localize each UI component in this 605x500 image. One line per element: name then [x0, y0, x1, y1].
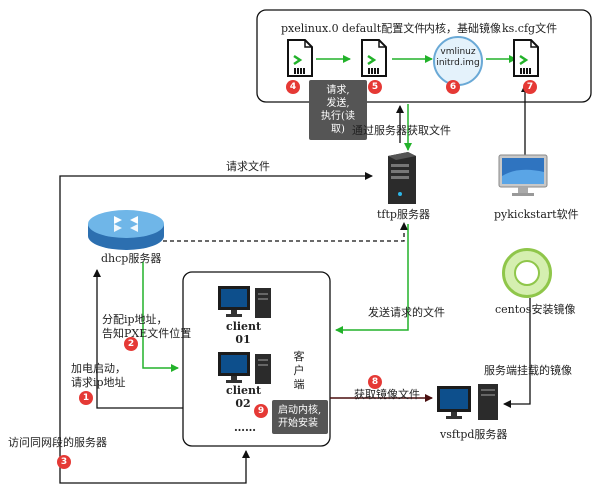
request-file-label: 请求文件: [226, 160, 270, 173]
client-side-char: 客: [293, 350, 305, 363]
kernel-disc-text: vmlinuz initrd.img: [433, 47, 483, 69]
vmlinuz-text: vmlinuz: [440, 47, 476, 57]
ring-disc-icon: [502, 248, 552, 298]
vsftpd-server-label: vsftpd服务器: [440, 428, 508, 441]
visit-servers-label: 访问同网段的服务器: [8, 436, 107, 449]
power-on-label: 加电启动， 请求ip地址: [71, 362, 126, 390]
step-badge-9: 9: [254, 404, 268, 418]
tip-line: 请求,: [326, 85, 350, 96]
boot-tip: 启动内核, 开始安装: [272, 400, 328, 434]
pykickstart-label: pykickstart软件: [494, 208, 579, 221]
server-tower-icon: [388, 152, 416, 204]
power-on-line: 请求ip地址: [71, 376, 126, 389]
mounted-image-label: 服务端挂载的镜像: [484, 364, 572, 377]
file-icon: [287, 39, 313, 77]
assign-ip-line: 告知PXE文件位置: [102, 327, 192, 340]
client-side-char: 端: [293, 378, 305, 391]
client-number: 02: [235, 397, 251, 410]
file-icon: [361, 39, 387, 77]
step-badge-5: 5: [368, 80, 382, 94]
monitor-icon: [498, 154, 548, 196]
tip-line: 发送,: [326, 98, 350, 109]
assign-ip-line: 分配ip地址，: [102, 313, 168, 326]
step-badge-7: 7: [523, 80, 537, 94]
tftp-server-label: tftp服务器: [377, 208, 430, 221]
initrd-text: initrd.img: [436, 58, 480, 68]
step-badge-1: 1: [79, 391, 93, 405]
power-on-line: 加电启动，: [71, 362, 126, 375]
kernel-image-label: 内核，基础镜像: [424, 22, 501, 35]
client-name: client: [226, 320, 262, 333]
client-name: client: [226, 384, 262, 397]
monitor-icon: [218, 352, 271, 384]
ring-disc-hole: [514, 260, 540, 286]
tip-line: 执行(读取): [321, 111, 355, 135]
client-01-label: client 01: [226, 320, 262, 346]
ellipsis: ……: [234, 421, 256, 434]
pxelinux-label: pxelinux.0: [281, 22, 339, 35]
tip-line: 开始安装: [278, 418, 318, 429]
pxe-files-box: [256, 9, 592, 103]
kscfg-label: ks.cfg文件: [502, 22, 558, 35]
file-icon: [513, 39, 539, 77]
send-requested-label: 发送请求的文件: [368, 306, 445, 319]
default-config-label: default配置文件: [342, 22, 426, 35]
client-box: [182, 271, 331, 447]
client-02-label: client 02: [226, 384, 262, 410]
tip-line: 启动内核,: [278, 405, 322, 416]
client-side-char: 户: [293, 364, 305, 377]
request-tip: 请求, 发送, 执行(读取): [309, 80, 367, 140]
get-via-server-label: 通过服务器获取文件: [352, 124, 451, 137]
centos-image-label: centos安装镜像: [495, 303, 576, 316]
monitor-icon: [437, 384, 498, 420]
step-badge-8: 8: [368, 375, 382, 389]
step-badge-4: 4: [286, 80, 300, 94]
client-side-label: 客 户 端: [292, 350, 306, 392]
monitor-icon: [218, 286, 271, 318]
step-badge-6: 6: [446, 80, 460, 94]
dhcp-server-label: dhcp服务器: [101, 252, 162, 265]
client-number: 01: [235, 333, 251, 346]
get-image-file-label: 获取镜像文件: [354, 388, 420, 401]
router-icon: [88, 210, 164, 250]
step-badge-2: 2: [124, 337, 138, 351]
assign-ip-label: 分配ip地址， 告知PXE文件位置: [102, 313, 191, 341]
step-badge-3: 3: [57, 455, 71, 469]
